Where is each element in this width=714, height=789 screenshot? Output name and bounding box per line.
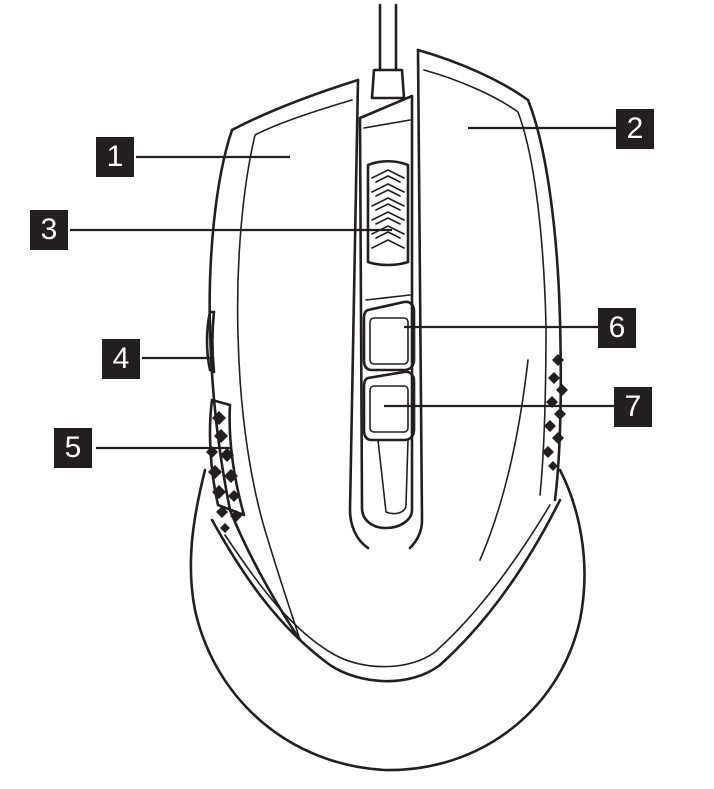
shell-seam	[210, 498, 562, 683]
dpi-down-button	[362, 370, 416, 442]
scroll-wheel	[366, 159, 410, 267]
center-channel	[358, 94, 414, 530]
callout-4: 4	[102, 339, 140, 379]
left-button-outline	[208, 78, 360, 642]
callout-1: 1	[96, 137, 134, 177]
cable	[370, 3, 406, 100]
side-button-forward	[205, 310, 216, 374]
callout-7: 7	[614, 387, 652, 427]
right-grip-texture	[542, 354, 568, 471]
right-button-outline	[416, 48, 563, 502]
callout-6: 6	[598, 308, 636, 348]
callout-3: 3	[30, 210, 68, 250]
dpi-up-button	[362, 300, 416, 372]
right-button-inner	[423, 69, 547, 496]
shell-seam-inner	[224, 504, 551, 668]
callout-5: 5	[54, 428, 92, 468]
left-button-inner	[236, 99, 353, 641]
callout-2: 2	[616, 109, 654, 149]
side-button-back	[208, 398, 246, 517]
palm-rest	[189, 468, 586, 772]
